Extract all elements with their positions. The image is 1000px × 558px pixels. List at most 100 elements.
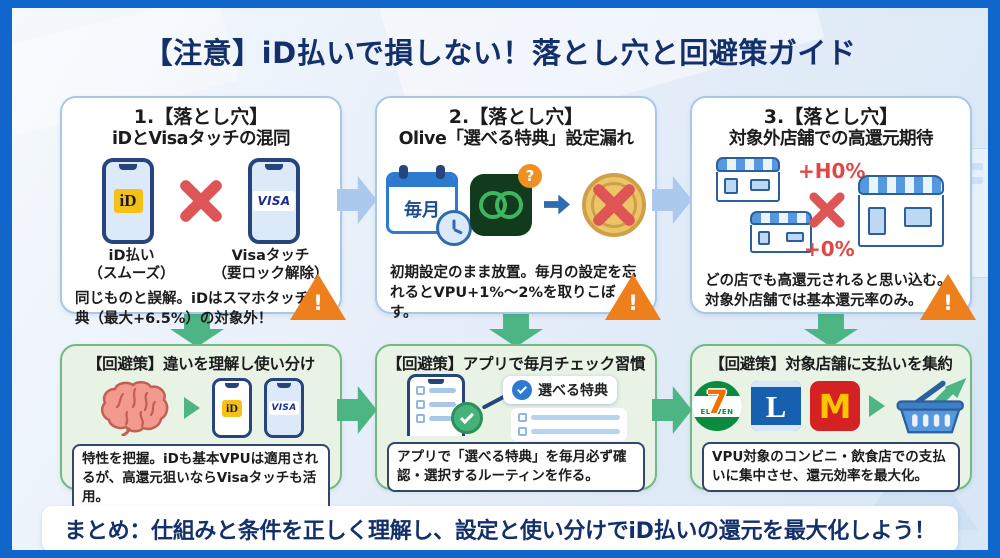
brain-icon bbox=[100, 381, 169, 436]
check-mark bbox=[517, 384, 527, 395]
checklist-row bbox=[518, 427, 620, 436]
olive-circle bbox=[495, 190, 523, 219]
visa-logo: VISA bbox=[268, 401, 300, 415]
flow-arrow-right-icon bbox=[337, 176, 377, 224]
avoid-1-visual: iD VISA bbox=[62, 376, 340, 440]
clock-icon bbox=[436, 209, 472, 246]
avoid-1-box: 【回避策】違いを理解し使い分け iD VISA 特性を把握。iDも基本VPUは適… bbox=[60, 344, 342, 513]
pitfall-2-caption: 初期設定のまま放置。毎月の設定を忘れるとVPU+1%〜2%を取りこぼす。 bbox=[390, 264, 637, 321]
warning-mark: ! bbox=[628, 291, 638, 315]
pitfall-1-number-heading: 1.【落とし穴】 bbox=[133, 106, 269, 128]
id-label-sub: （スムーズ） bbox=[88, 265, 175, 282]
shopping-basket-icon bbox=[896, 377, 967, 434]
mcdonalds-logo: M bbox=[810, 381, 860, 431]
checkbox-icon bbox=[518, 427, 527, 436]
flow-arrow-down-icon bbox=[804, 311, 858, 347]
store-awning bbox=[716, 156, 780, 172]
pitfall-3-number-heading: 3.【落とし穴】 bbox=[763, 106, 899, 128]
store-awning bbox=[750, 210, 812, 225]
checklist-row bbox=[518, 413, 620, 422]
avoid-2-box: 【回避策】アプリで毎月チェック習慣 選べる特典 アプリで「選べる bbox=[375, 344, 657, 492]
pitfall-2-box: 2.【落とし穴】 Olive「選べる特典」設定漏れ 毎月 ? bbox=[375, 96, 661, 321]
id-label: iD払い bbox=[108, 247, 155, 264]
store-front bbox=[750, 224, 812, 253]
checkbox-icon bbox=[416, 414, 425, 423]
olive-app-icon: ? bbox=[470, 163, 542, 236]
id-logo: iD bbox=[113, 188, 143, 213]
store-awning bbox=[858, 174, 944, 195]
avoid-3-caption: VPU対象のコンビニ・飲食店での支払いに集中させ、還元効率を最大化。 bbox=[702, 442, 960, 492]
id-logo: iD bbox=[222, 399, 242, 417]
warning-mark: ! bbox=[313, 291, 323, 315]
store-door bbox=[758, 230, 770, 245]
store-window bbox=[786, 231, 804, 242]
warning-mark: ! bbox=[943, 291, 953, 315]
mcdonalds-letter: M bbox=[818, 386, 852, 426]
checklist-row bbox=[416, 400, 456, 409]
store-door bbox=[868, 206, 886, 235]
right-triangle-arrow-icon bbox=[869, 395, 885, 417]
avoid-1-heading: 【回避策】違いを理解し使い分け bbox=[86, 355, 315, 373]
store-front bbox=[716, 171, 780, 202]
avoid-2-visual: 選べる特典 bbox=[377, 374, 655, 441]
seven-eleven-text: ELEVEN bbox=[700, 408, 734, 416]
benefit-callout-label: 選べる特典 bbox=[538, 383, 608, 399]
checklist-row bbox=[416, 386, 456, 395]
pitfall-2-sub-heading: Olive「選べる特典」設定漏れ bbox=[398, 129, 634, 150]
right-triangle-arrow-icon bbox=[184, 397, 200, 419]
small-store-icon bbox=[750, 210, 812, 253]
flow-arrow-right-icon bbox=[652, 176, 692, 224]
flow-arrow-right-icon bbox=[337, 386, 377, 434]
visa-logo: VISA bbox=[252, 190, 296, 211]
visa-label-group: Visaタッチ （要ロック解除） bbox=[201, 247, 340, 283]
avoid-2-heading: 【回避策】アプリで毎月チェック習慣 bbox=[386, 355, 646, 373]
rate-label-high: +H0% bbox=[798, 158, 866, 183]
visa-phone-icon: VISA bbox=[264, 378, 304, 438]
flow-arrow-right-icon bbox=[652, 386, 692, 434]
store-door bbox=[724, 177, 738, 194]
calendar-ring bbox=[399, 164, 408, 179]
calendar-icon: 毎月 bbox=[386, 164, 472, 246]
visa-phone-icon: VISA bbox=[248, 157, 300, 244]
checkbox-icon bbox=[518, 413, 527, 422]
large-store-icon bbox=[858, 174, 944, 247]
content-area: 【注意】iD払いで損しない！落とし穴と回避策ガイド 1.【落とし穴】 iDとVi… bbox=[12, 8, 988, 550]
pitfall-1-sub-heading: iDとVisaタッチの混同 bbox=[112, 129, 290, 150]
avoid-1-caption: 特性を把握。iDも基本VPUは適用されるが、高還元狙いならVisaタッチも活用。 bbox=[72, 444, 330, 513]
calendar-label: 毎月 bbox=[404, 199, 440, 221]
list-line bbox=[429, 416, 456, 421]
summary-bar: まとめ：仕組みと条件を正しく理解し、設定と使い分けでiD払いの還元を最大化しよう… bbox=[42, 506, 958, 550]
pitfall-3-visual: +H0% +0% bbox=[692, 153, 970, 265]
x-mark-icon bbox=[178, 178, 224, 224]
pitfall-3-box: 3.【落とし穴】 対象外店舗での高還元期待 +H0 bbox=[690, 96, 976, 320]
avoid-2-caption: アプリで「選べる特典」を毎月必ず確認・選択するルーティンを作る。 bbox=[387, 442, 645, 492]
right-arrow-icon bbox=[544, 194, 570, 215]
page-title: 【注意】iD払いで損しない！落とし穴と回避策ガイド bbox=[143, 36, 857, 70]
list-line bbox=[429, 402, 456, 407]
checkbox-icon bbox=[416, 400, 425, 409]
pitfall-3-sub-heading: 対象外店舗での高還元期待 bbox=[729, 129, 934, 150]
checklist-row bbox=[416, 414, 456, 423]
pitfall-1-caption: 同じものと誤解。iDはスマホタッチ特典（最大+6.5%）の対象外！ bbox=[75, 290, 324, 327]
pitfall-1-visual: iD VISA bbox=[62, 157, 340, 245]
store-window bbox=[750, 178, 770, 191]
lawson-logo: L bbox=[751, 381, 801, 431]
check-mark bbox=[459, 409, 475, 425]
pitfall-1-labels: iD払い （スムーズ） Visaタッチ （要ロック解除） bbox=[62, 247, 340, 283]
seven-eleven-number: 7 bbox=[705, 383, 729, 421]
question-badge-icon: ? bbox=[518, 163, 542, 188]
pitfall-2-number-heading: 2.【落とし穴】 bbox=[448, 106, 584, 128]
pitfall-3-caption: どの店でも高還元されると思い込む。対象外店舗では基本還元率のみ。 bbox=[705, 272, 952, 309]
checkbox-icon bbox=[416, 386, 425, 395]
avoid-3-heading: 【回避策】対象店舗に支払いを集約 bbox=[709, 355, 953, 373]
x-mark-icon bbox=[591, 182, 637, 228]
calendar-ring bbox=[436, 164, 445, 179]
store-front bbox=[858, 194, 944, 247]
benefit-callout: 選べる特典 bbox=[503, 376, 617, 404]
id-phone-icon: iD bbox=[102, 157, 154, 244]
green-check-icon bbox=[451, 402, 483, 434]
option-list bbox=[511, 408, 627, 441]
seven-eleven-band bbox=[692, 396, 742, 417]
blue-check-icon bbox=[512, 380, 532, 400]
